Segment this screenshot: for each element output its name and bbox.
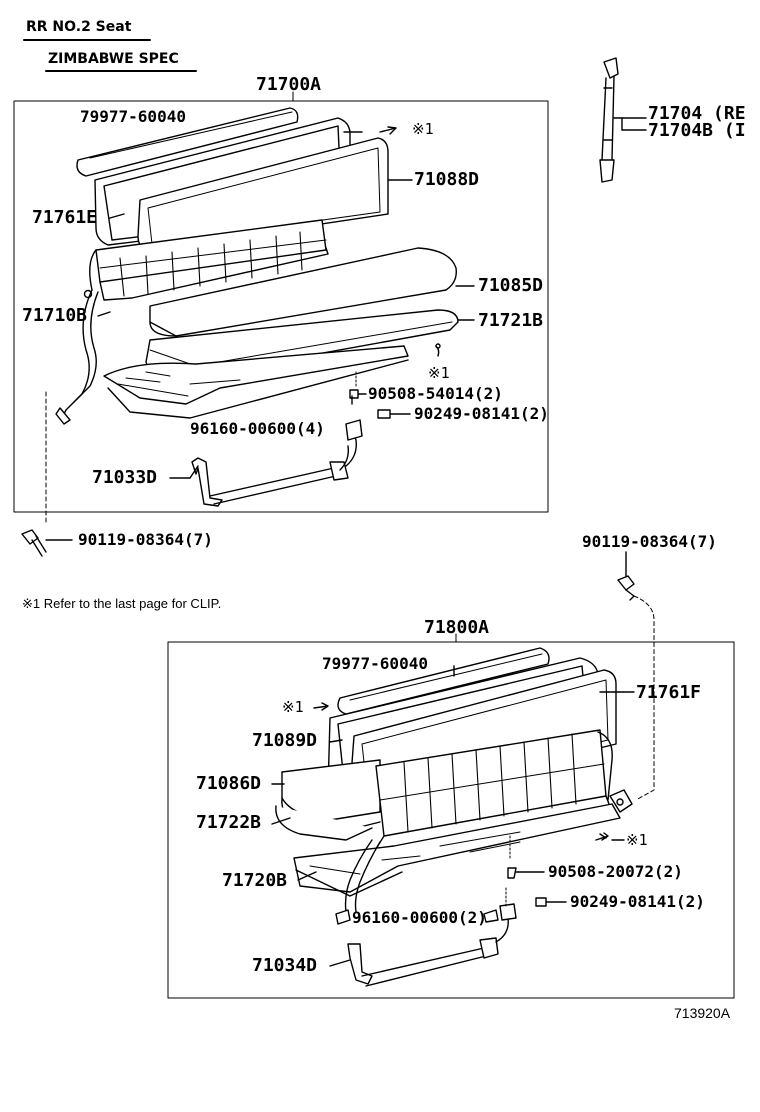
top-assembly-frame (13, 100, 549, 513)
top-seat-frame (89, 219, 329, 301)
part-90119-08364-left: 90119-08364(7) (78, 530, 213, 549)
section-title: RR NO.2 Seat (26, 19, 132, 35)
top-side-bracket (55, 289, 99, 425)
part-71720B: 71720B (222, 870, 288, 891)
bottom-headrest-roll (337, 647, 550, 715)
figure-number: 713920A (674, 1005, 731, 1021)
part-71033D: 71033D (92, 467, 158, 488)
part-90119-08364-right: 90119-08364(7) (582, 532, 717, 551)
part-79977-60040-bottom: 79977-60040 (322, 654, 428, 673)
part-71086D: 71086D (196, 773, 262, 794)
part-71089D: 71089D (252, 730, 318, 751)
part-71710B: 71710B (22, 305, 88, 326)
clip-mark-bottom: ※1 (282, 698, 304, 716)
part-71704-line1: 71704 (RE (648, 103, 746, 124)
part-71085D: 71085D (478, 275, 544, 296)
spec-label: ZIMBABWE SPEC (48, 51, 179, 67)
bottom-assembly-frame (167, 641, 735, 999)
clip-mark-mid: ※1 (428, 364, 450, 382)
part-71088D: 71088D (414, 169, 480, 190)
part-90508-54014: 90508-54014(2) (368, 384, 503, 403)
part-90508-20072: 90508-20072(2) (548, 862, 683, 881)
part-71761F: 71761F (636, 682, 702, 703)
bottom-hinge (609, 789, 633, 813)
bottom-leg (347, 903, 517, 987)
top-headrest-roll (76, 107, 299, 177)
part-71704B-line2: 71704B (I (648, 120, 746, 141)
top-leg (191, 419, 363, 507)
assembly-71800A-label: 71800A (424, 617, 490, 638)
part-71722B: 71722B (196, 812, 262, 833)
clip-mark-bottom-2: ※1 (626, 831, 648, 849)
part-71721B: 71721B (478, 310, 544, 331)
bottom-seat-cushion (275, 759, 381, 841)
part-96160-00600-top: 96160-00600(4) (190, 419, 325, 438)
part-90249-08141-top: 90249-08141(2) (414, 404, 549, 423)
part-71034D: 71034D (252, 955, 318, 976)
bottom-side-bracket (335, 839, 381, 925)
part-71761E: 71761E (32, 207, 98, 228)
top-back-cushion (137, 137, 389, 251)
clip-note: ※1 Refer to the last page for CLIP. (22, 596, 222, 611)
clip-mark-top: ※1 (412, 120, 434, 138)
assembly-71700A-label: 71700A (256, 74, 322, 95)
top-seat-cushion (149, 247, 457, 337)
top-seat-pan (103, 345, 409, 419)
part-79977-60040-top: 79977-60040 (80, 107, 186, 126)
bolt-left-icon (21, 529, 73, 557)
part-96160-00600-bottom: 96160-00600(2) (352, 908, 487, 927)
strap-icon (599, 57, 647, 183)
part-90249-08141-bottom: 90249-08141(2) (570, 892, 705, 911)
bolt-right-icon (617, 551, 635, 601)
bottom-seat-pan (293, 803, 621, 897)
